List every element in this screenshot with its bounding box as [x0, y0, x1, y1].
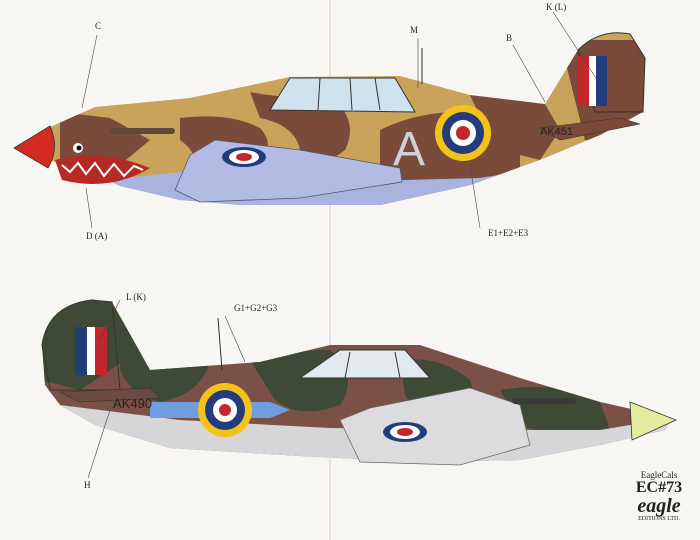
callout-h: H — [84, 480, 91, 490]
callout-k: K (L) — [546, 2, 567, 12]
callout-e: E1+E2+E3 — [488, 228, 529, 238]
top-serial-number: AK451 — [540, 126, 573, 138]
callout-d: D (A) — [86, 231, 108, 241]
bottom-serial-number: AK490 — [113, 396, 152, 411]
callout-g: G1+G2+G3 — [234, 303, 278, 313]
top-canopy — [269, 77, 416, 113]
bottom-fuselage-roundel — [198, 383, 252, 437]
top-fin-flash — [578, 56, 607, 106]
bottom-fin-flash — [75, 327, 107, 375]
eagle-logo: eagle — [637, 495, 681, 517]
bottom-wing-roundel — [383, 422, 427, 442]
bottom-aircraft-profile: AK490 — [41, 299, 678, 466]
bottom-leader-lines — [87, 299, 246, 479]
callout-m: M — [410, 25, 419, 35]
brand-name: EagleCals — [640, 470, 678, 480]
bottom-canopy — [298, 349, 432, 379]
brand-subtitle: EDITIONS LTD. — [638, 516, 680, 522]
top-wing-roundel — [222, 147, 266, 167]
top-aircraft-profile: A AK451 — [13, 32, 646, 205]
top-fuselage-roundel — [435, 105, 491, 161]
brand-block: EagleCals EC#73 eagle EDITIONS LTD. — [622, 470, 696, 522]
callout-b: B — [506, 33, 513, 43]
top-leader-lines — [81, 11, 597, 229]
top-code-letter: A — [393, 123, 425, 176]
callout-c: C — [95, 21, 102, 31]
callout-l: L (K) — [126, 292, 146, 302]
sheet-number: EC#73 — [635, 479, 683, 496]
